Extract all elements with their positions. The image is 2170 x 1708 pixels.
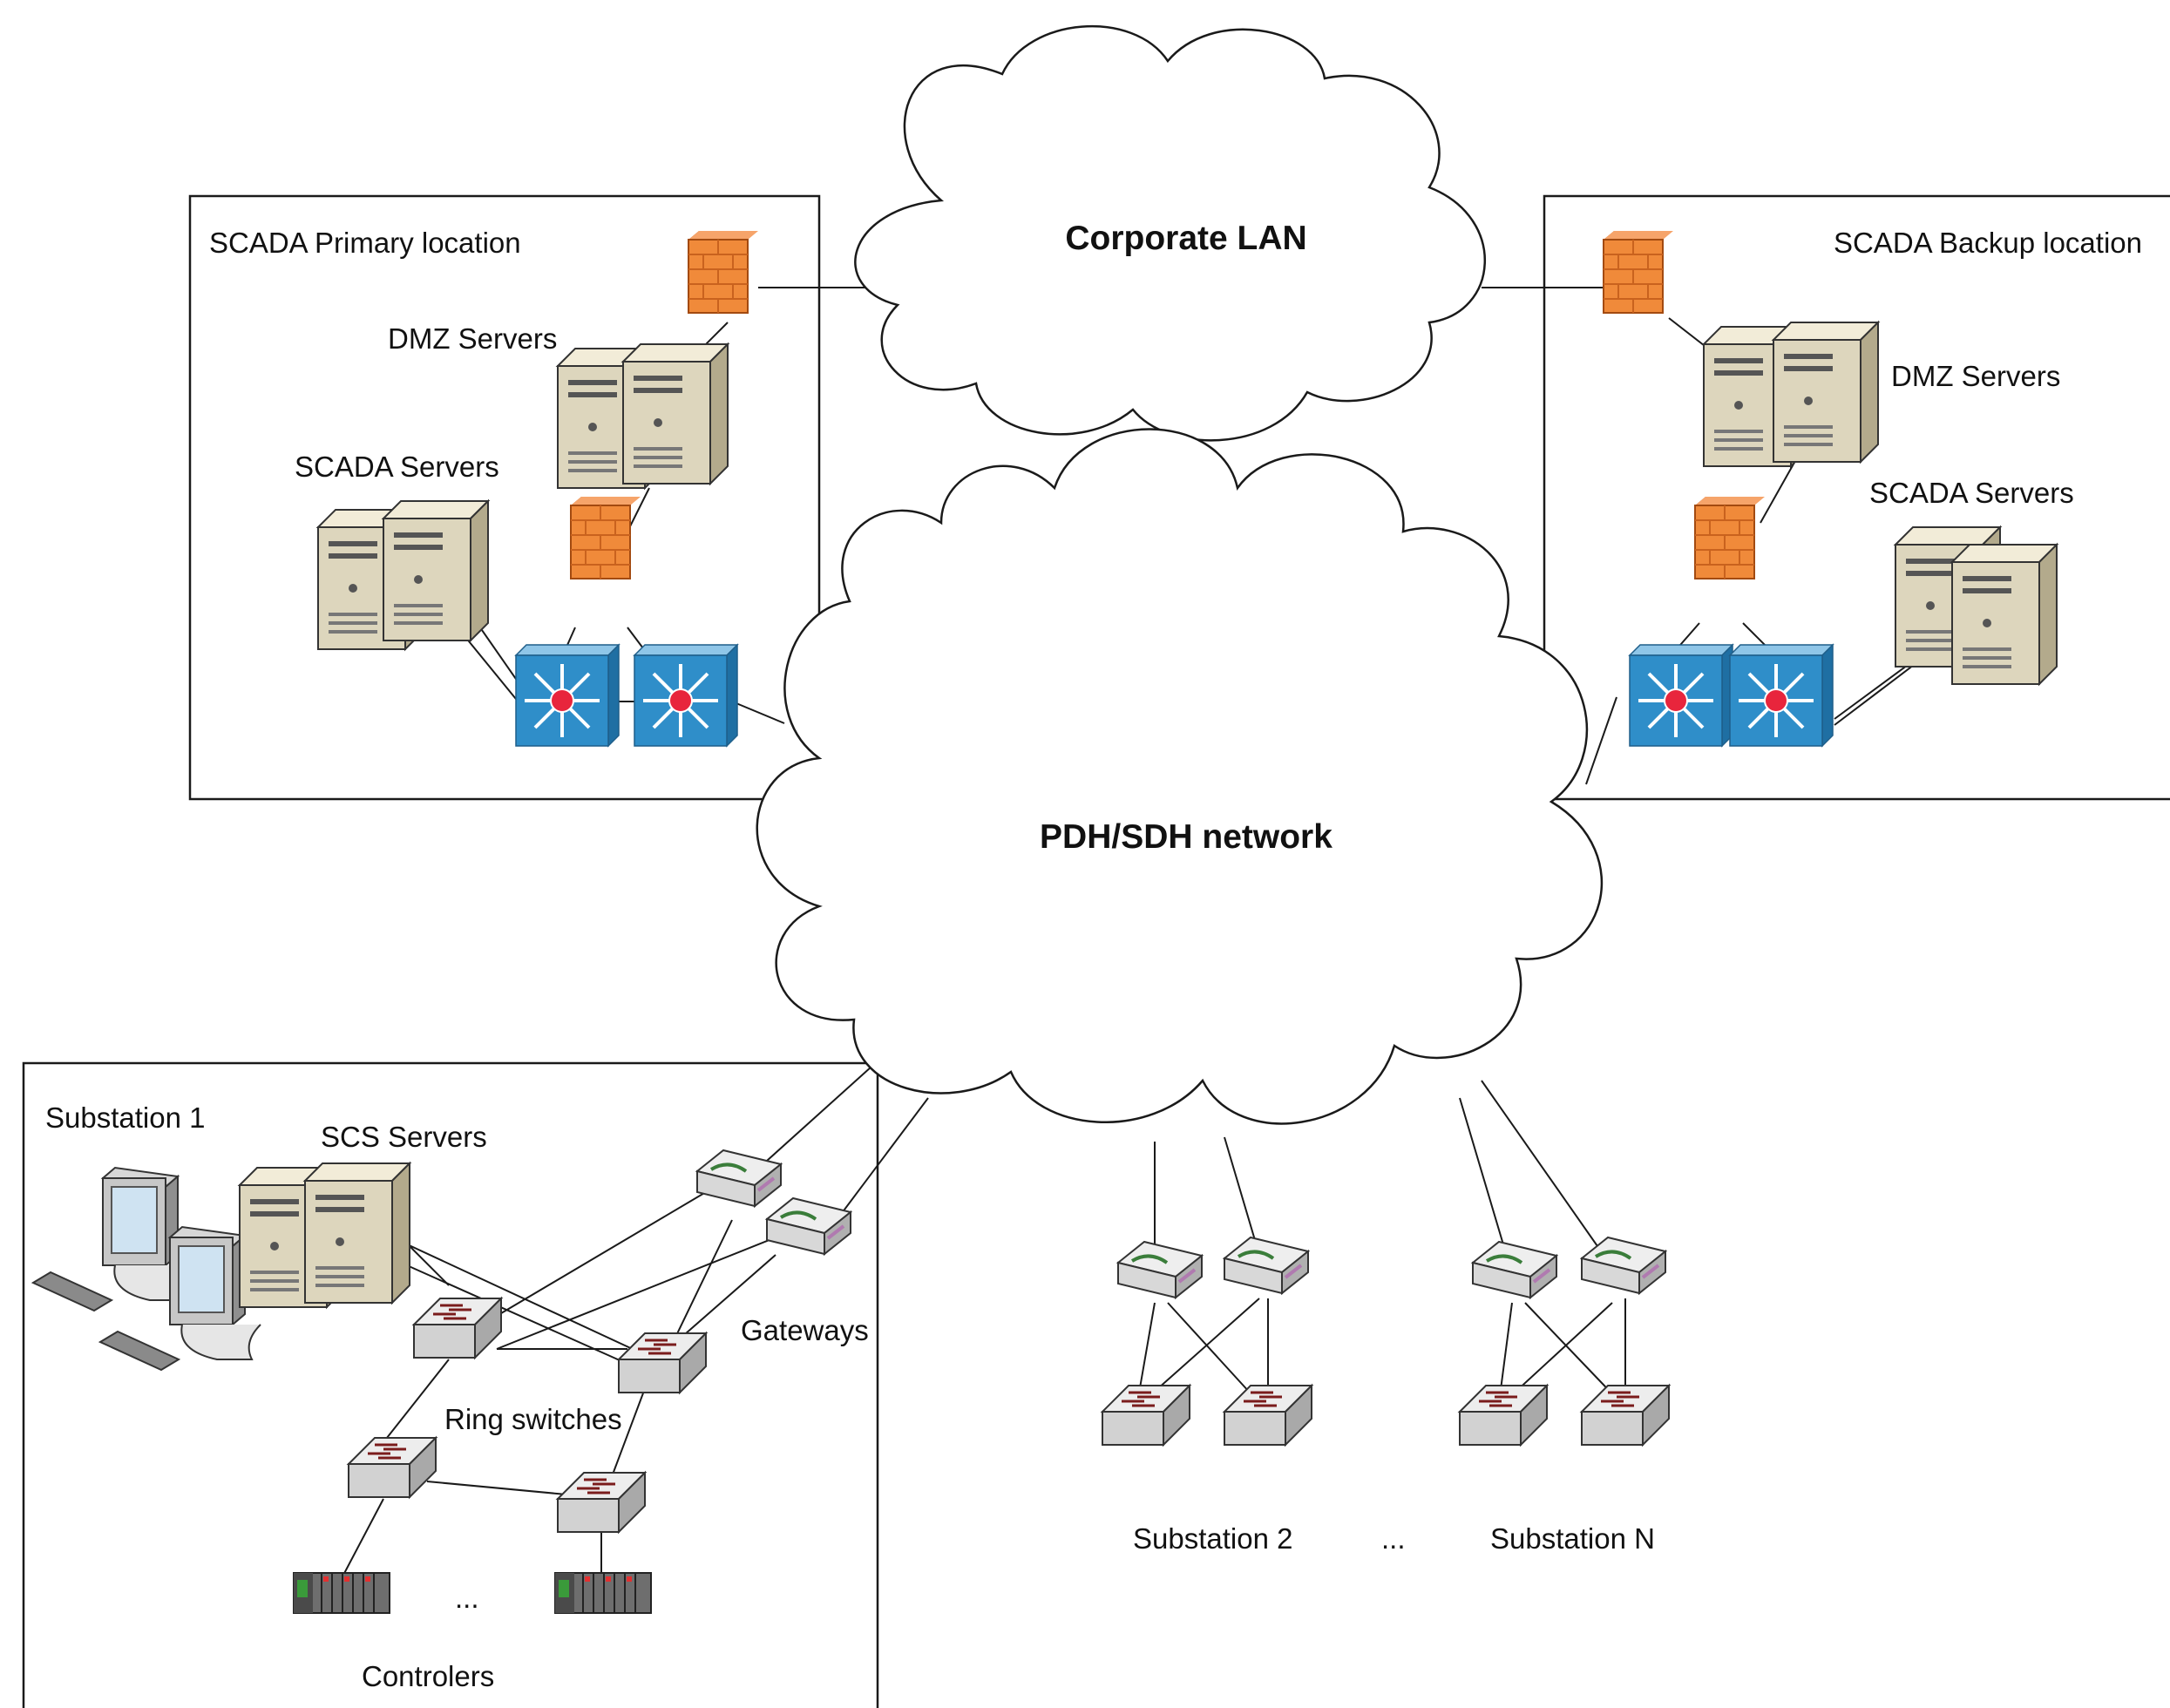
backup-location-frame xyxy=(1543,194,2170,801)
primary-dmz-label: DMZ Servers xyxy=(388,322,557,355)
primary-scada-label: SCADA Servers xyxy=(295,451,499,483)
multilayer-switch-icon xyxy=(1628,643,1734,748)
router-icon xyxy=(1471,1240,1558,1299)
workgroup-switch-icon xyxy=(1580,1384,1671,1447)
backup-dmz-label: DMZ Servers xyxy=(1891,360,2060,392)
workgroup-switch-icon xyxy=(1101,1384,1191,1447)
ring-switches-label: Ring switches xyxy=(444,1403,622,1435)
workgroup-switch-icon xyxy=(556,1471,647,1534)
workgroup-switch-icon xyxy=(1223,1384,1313,1447)
server-icon xyxy=(383,500,489,641)
controllers-label: Controlers xyxy=(362,1660,494,1692)
multilayer-switch-icon xyxy=(1728,643,1834,748)
gateways-label: Gateways xyxy=(741,1314,869,1346)
pdh-sdh-label: PDH/SDH network xyxy=(1040,818,1333,856)
server-icon xyxy=(304,1162,410,1304)
workgroup-switch-icon xyxy=(617,1332,708,1394)
firewall-icon xyxy=(688,230,759,314)
scs-servers-label: SCS Servers xyxy=(321,1121,487,1153)
server-icon xyxy=(622,343,729,485)
substation1-frame xyxy=(22,1061,879,1708)
substationN-label: Substation N xyxy=(1490,1522,1655,1555)
backup-scada-label: SCADA Servers xyxy=(1869,477,2074,509)
workgroup-switch-icon xyxy=(412,1297,503,1359)
firewall-icon xyxy=(570,496,641,580)
multilayer-switch-icon xyxy=(514,643,620,748)
router-icon xyxy=(1116,1240,1204,1299)
router-icon xyxy=(1223,1236,1310,1295)
primary-location-title: SCADA Primary location xyxy=(209,227,521,259)
router-icon xyxy=(1580,1236,1667,1295)
controller-icon xyxy=(293,1572,390,1614)
corporate-lan-label: Corporate LAN xyxy=(1065,220,1306,257)
router-icon xyxy=(765,1196,852,1256)
controllers-ellipsis: ... xyxy=(455,1582,479,1614)
server-icon xyxy=(1773,322,1879,463)
substation2-label: Substation 2 xyxy=(1133,1522,1292,1555)
firewall-icon xyxy=(1603,230,1674,314)
corporate-lan-cloud xyxy=(854,24,1486,442)
substations-ellipsis: ... xyxy=(1381,1522,1406,1555)
backup-location-title: SCADA Backup location xyxy=(1834,227,2142,259)
primary-location-frame xyxy=(188,194,821,801)
controller-icon xyxy=(554,1572,652,1614)
workgroup-switch-icon xyxy=(347,1436,437,1499)
substation1-title: Substation 1 xyxy=(45,1101,205,1134)
multilayer-switch-icon xyxy=(633,643,739,748)
workgroup-switch-icon xyxy=(1458,1384,1549,1447)
pdh-sdh-cloud xyxy=(756,428,1604,1125)
server-icon xyxy=(1951,544,2058,685)
firewall-icon xyxy=(1694,496,1766,580)
